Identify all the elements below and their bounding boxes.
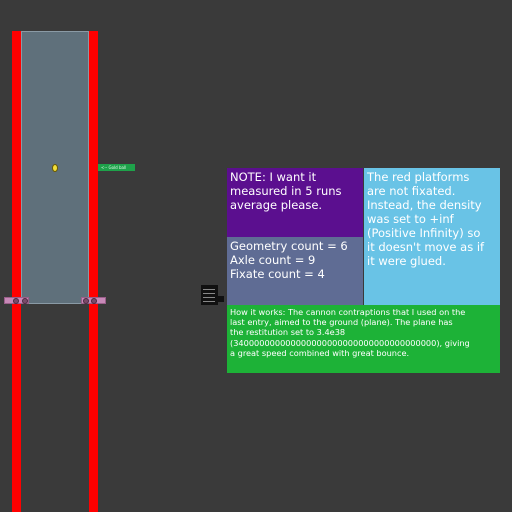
note-platforms-line: are not fixated. (367, 184, 456, 198)
geometry-count: Geometry count = 6 (230, 239, 348, 253)
axle-joint[interactable] (91, 297, 97, 304)
cannon-stripe (203, 293, 215, 294)
note-how-line: the restitution set to 3.4e38 (230, 327, 346, 338)
cannon-contraption[interactable] (201, 285, 218, 305)
note-request-line: average please. (230, 198, 323, 212)
note-counts[interactable]: Geometry count = 6 Axle count = 9 Fixate… (227, 237, 363, 305)
axle-count: Axle count = 9 (230, 253, 316, 267)
note-request-line: NOTE: I want it (230, 170, 317, 184)
note-how-line: How it works: The cannon contraptions th… (230, 307, 466, 317)
gold-ball[interactable] (52, 164, 58, 172)
cannon-muzzle (218, 296, 224, 302)
note-how-it-works[interactable]: How it works: The cannon contraptions th… (227, 305, 500, 373)
cannon-stripe (203, 297, 215, 298)
note-how-line: a great speed combined with great bounce… (230, 347, 410, 358)
note-platforms-line: it doesn't move as if (367, 240, 485, 254)
gold-ball-tag: <-- Gold ball (98, 164, 135, 171)
axle-joint[interactable] (13, 297, 19, 304)
note-how-line: last entry, aimed to the ground (plane).… (230, 317, 453, 328)
note-platforms-line: it were glued. (367, 254, 446, 268)
right-red-rail[interactable] (89, 31, 98, 512)
note-how-line: (340000000000000000000000000000000000000… (230, 337, 470, 348)
note-platforms-line: (Positive Infinity) so (367, 226, 481, 240)
left-red-rail[interactable] (12, 31, 21, 512)
cannon-stripe (203, 289, 215, 290)
note-platforms[interactable]: The red platforms are not fixated. Inste… (364, 168, 500, 305)
cannon-stripe (203, 301, 215, 302)
note-request-line: measured in 5 runs (230, 184, 342, 198)
axle-joint[interactable] (22, 297, 28, 304)
fixate-count: Fixate count = 4 (230, 267, 325, 281)
note-platforms-line: The red platforms (367, 170, 470, 184)
note-platforms-line: was set to +inf (367, 212, 454, 226)
note-request[interactable]: NOTE: I want it measured in 5 runs avera… (227, 168, 363, 237)
note-platforms-line: Instead, the density (367, 198, 482, 212)
axle-joint[interactable] (83, 297, 89, 304)
